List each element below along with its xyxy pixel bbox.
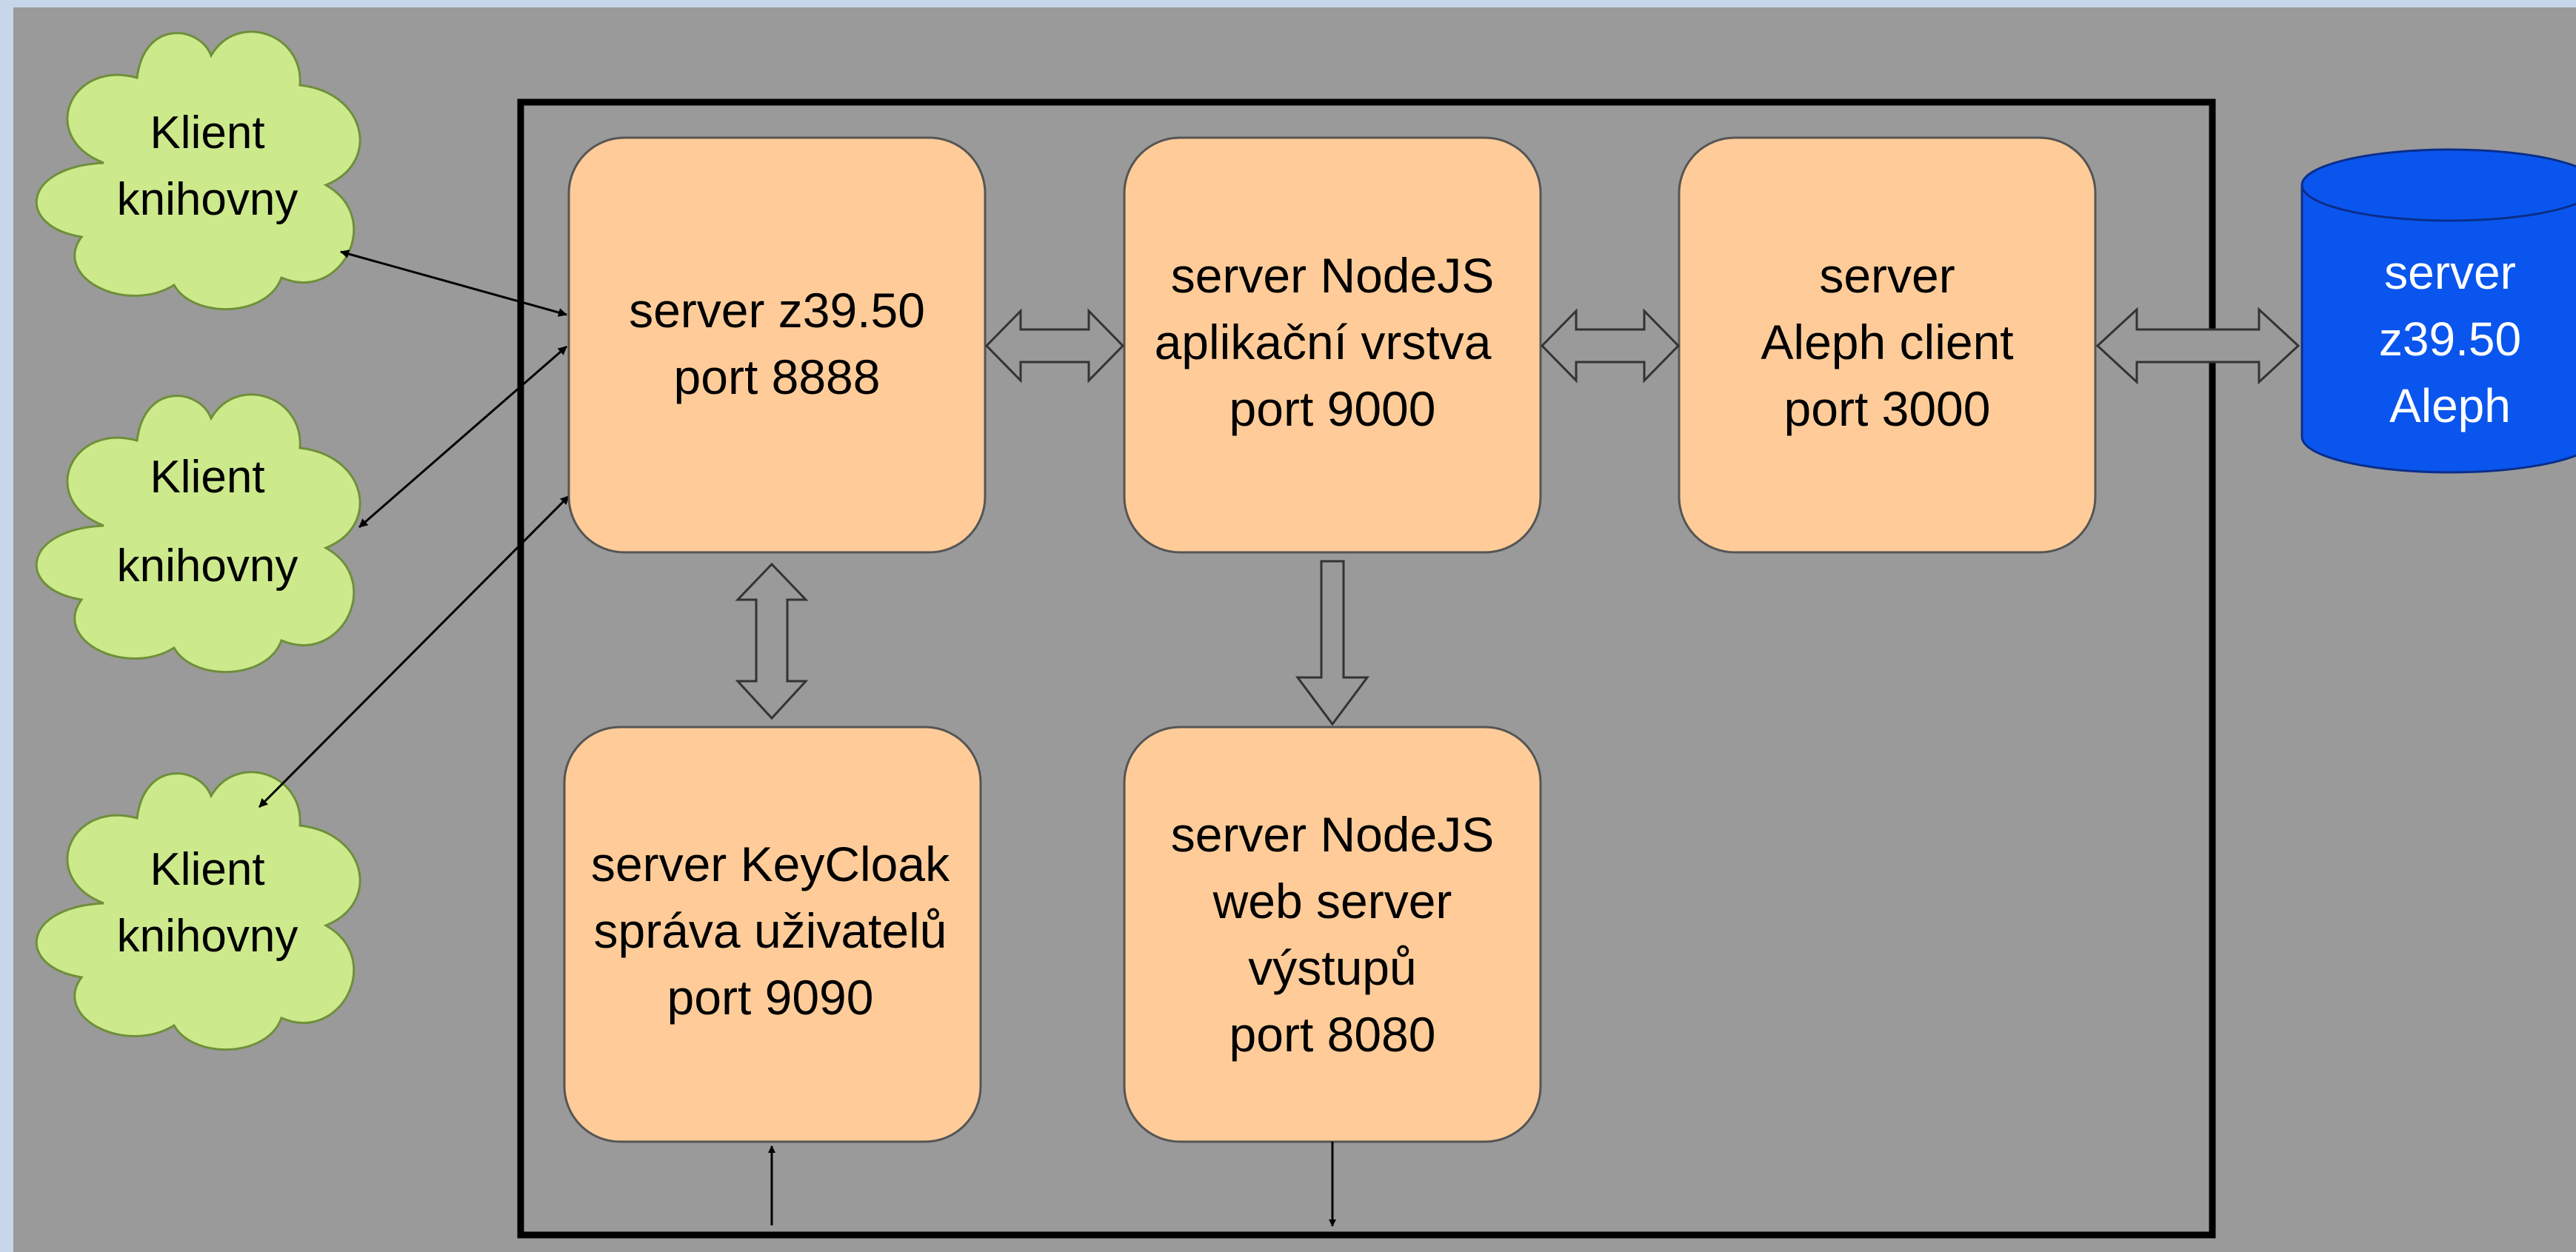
client-label-line2: knihovny: [117, 174, 298, 225]
server-z3950-box: server z39.50 port 8888: [567, 136, 987, 554]
block-arrow-z3950-keycloak: [735, 562, 809, 720]
cloud-shape: [35, 30, 361, 311]
server-label-line2: web server: [1212, 874, 1452, 928]
server-label-line1: server NodeJS: [1171, 807, 1495, 862]
client-label-line2: knihovny: [117, 540, 298, 592]
server-label-line3: port 9090: [667, 970, 874, 1025]
server-label-line1: server: [1819, 248, 1955, 303]
server-label-line4: port 8080: [1229, 1007, 1436, 1062]
server-box-shape: [567, 136, 987, 554]
server-keycloak-box: server KeyCloak správa uživatelů port 90…: [563, 726, 982, 1143]
client-label-line1: Klient: [150, 452, 264, 503]
database-top: [2300, 148, 2576, 222]
server-nodejs-web-box: server NodeJS web server výstupů port 80…: [1123, 726, 1542, 1143]
database-label-line2: z39.50: [2379, 312, 2521, 366]
aleph-database: server z39.50 Aleph: [2300, 148, 2576, 474]
block-arrow-z3950-nodejs: [984, 308, 1125, 384]
server-label-line2: aplikační vrstva: [1155, 315, 1492, 369]
block-arrow-aleph-database: [2095, 307, 2300, 385]
server-aleph-client-box: server Aleph client port 3000: [1678, 136, 2097, 554]
client-cloud-3: Klient knihovny: [35, 771, 361, 1051]
server-box-shape: [1123, 136, 1542, 554]
server-box-shape: [1123, 726, 1542, 1143]
client3-connection-arrow: [258, 495, 570, 809]
server-label-line3: port 3000: [1784, 381, 1991, 436]
database-label-line3: Aleph: [2389, 379, 2511, 432]
server-label-line3: port 9000: [1229, 381, 1436, 436]
client-label-line1: Klient: [150, 107, 264, 158]
block-arrow-nodejs-aleph: [1540, 308, 1681, 384]
block-arrow-nodejs-web: [1295, 560, 1369, 726]
server-label-line1: server KeyCloak: [591, 837, 950, 891]
server-label-line2: port 8888: [674, 349, 881, 404]
client-cloud-1: Klient knihovny: [35, 30, 361, 311]
server-label-line2: Aleph client: [1761, 315, 2013, 369]
database-label-line1: server: [2384, 246, 2516, 299]
database-body: [2300, 184, 2576, 474]
client-label-line1: Klient: [150, 844, 264, 895]
server-label-line1: server NodeJS: [1171, 248, 1495, 303]
server-box-shape: [563, 726, 982, 1143]
server-label-line2: správa uživatelů: [594, 903, 947, 958]
cloud-shape: [35, 771, 361, 1051]
server-label-line3: výstupů: [1248, 940, 1416, 995]
client-label-line2: knihovny: [117, 911, 298, 962]
server-nodejs-app-box: server NodeJS aplikační vrstva port 9000: [1123, 136, 1542, 554]
client1-connection-arrow: [340, 250, 567, 317]
server-label-line1: server z39.50: [629, 283, 925, 338]
